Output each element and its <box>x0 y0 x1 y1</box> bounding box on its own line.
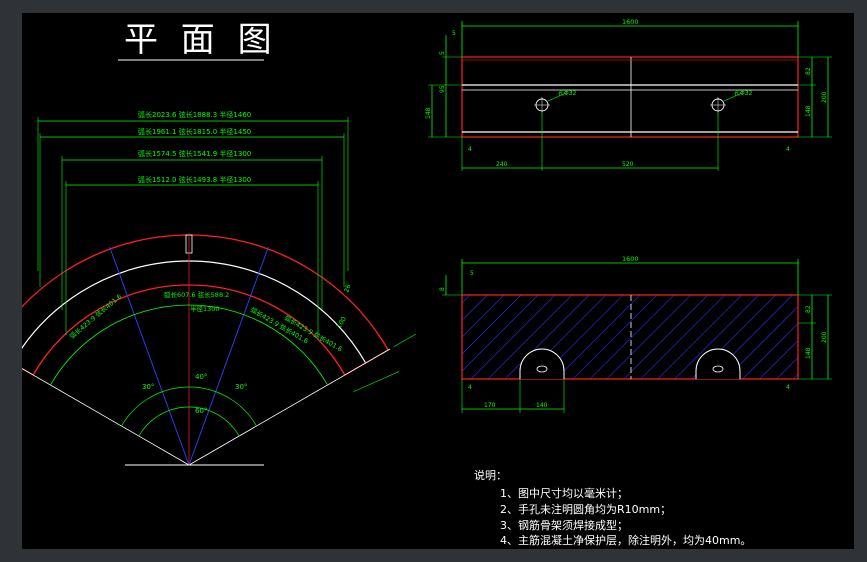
bottom-h-total: 200 <box>821 331 828 343</box>
drawing-title: 平 面 图 <box>124 20 278 60</box>
bottom-h-top: 5 <box>470 270 474 277</box>
end-dim-thk <box>353 371 400 393</box>
top-h-r2: 148 <box>805 105 812 117</box>
angle-arc-78 <box>121 386 257 427</box>
left-end-line <box>22 367 34 376</box>
top-bottom-d2: 520 <box>622 161 634 168</box>
elevation-top: 1600 孔Φ32 孔Φ32 82 200 148 5 <box>425 18 832 171</box>
axis-right <box>188 246 269 466</box>
bottom-h-r2: 148 <box>805 347 812 359</box>
end-dim-ext <box>393 333 417 348</box>
angle-arc-58 <box>138 406 240 437</box>
top-right-small: 4 <box>786 146 790 153</box>
arc-label-3: 弧长1574.5 弦长1541.9 半径1300 <box>138 149 251 158</box>
inner-label-left: 弧长423.9 弦长401.6 <box>68 292 124 341</box>
hand-hole-2 <box>695 348 741 379</box>
top-h-total: 200 <box>821 91 828 103</box>
top-bottom-d1: 240 <box>496 161 508 168</box>
bottom-d1: 170 <box>484 402 496 409</box>
hole-label-2: 孔Φ32 <box>734 89 753 97</box>
edge-dim-offset: 26 <box>342 283 352 294</box>
hand-hole-1 <box>519 348 565 379</box>
note-item-3: 3、钢筋骨架须焊接成型； <box>500 519 628 532</box>
arc-label-1: 弧长2023.6 弦长1888.3 半径1460 <box>138 110 251 119</box>
bottom-corner-small-1: 4 <box>468 384 472 391</box>
top-h-top: 5 <box>452 30 456 37</box>
bottom-d2: 140 <box>536 402 548 409</box>
top-h-r1: 82 <box>805 67 812 75</box>
axis-left <box>109 246 190 466</box>
top-h-l2: 148 <box>425 107 432 119</box>
plan-view <box>22 117 417 466</box>
top-overall-dim: 1600 <box>622 18 639 26</box>
hole-label-1: 孔Φ32 <box>558 89 577 97</box>
top-left-small-1: 5 <box>439 51 446 55</box>
note-item-1: 1、图中尺寸均以毫米计； <box>500 487 628 500</box>
elevation-bottom: 1600 82 200 148 5 8 4 4 170 140 <box>439 255 832 413</box>
dim-arc-160 <box>50 304 328 386</box>
bottom-corner-small-2: 4 <box>786 384 790 391</box>
angle-mid: 40° <box>195 373 207 381</box>
angle-right: 30° <box>235 383 247 391</box>
bottom-left-small: 8 <box>439 287 446 291</box>
drawing-frame: 平 面 图 弧长2023.6 弦长1888.3 半径1460 弧长1961.1 … <box>22 13 854 549</box>
angle-left: 30° <box>142 383 154 391</box>
top-h-l1: 95 <box>439 85 446 93</box>
inner-label-middle: 弧长607.6 弦长588.2 <box>164 290 229 299</box>
edge-dim-thk: 100 <box>335 315 348 330</box>
right-radial <box>188 348 391 466</box>
top-left-small-2: 4 <box>468 146 472 153</box>
left-radial <box>22 368 190 466</box>
notes-title: 说明： <box>474 469 507 482</box>
inner-label-radius: 半径1300 <box>190 304 220 313</box>
bottom-h-r1: 82 <box>805 305 812 313</box>
cad-drawing: 平 面 图 弧长2023.6 弦长1888.3 半径1460 弧长1961.1 … <box>22 18 832 466</box>
note-item-4: 4、主筋混凝土净保护层，除注明外，均为40mm。 <box>500 534 752 547</box>
arc-label-4: 弧长1512.0 弦长1493.8 半径1300 <box>138 175 251 184</box>
angle-total: 60° <box>195 407 207 415</box>
note-item-2: 2、手孔未注明圆角均为R10mm； <box>500 503 672 516</box>
arc-label-2: 弧长1961.1 弦长1815.0 半径1450 <box>138 127 251 136</box>
bottom-overall-dim: 1600 <box>622 255 639 263</box>
